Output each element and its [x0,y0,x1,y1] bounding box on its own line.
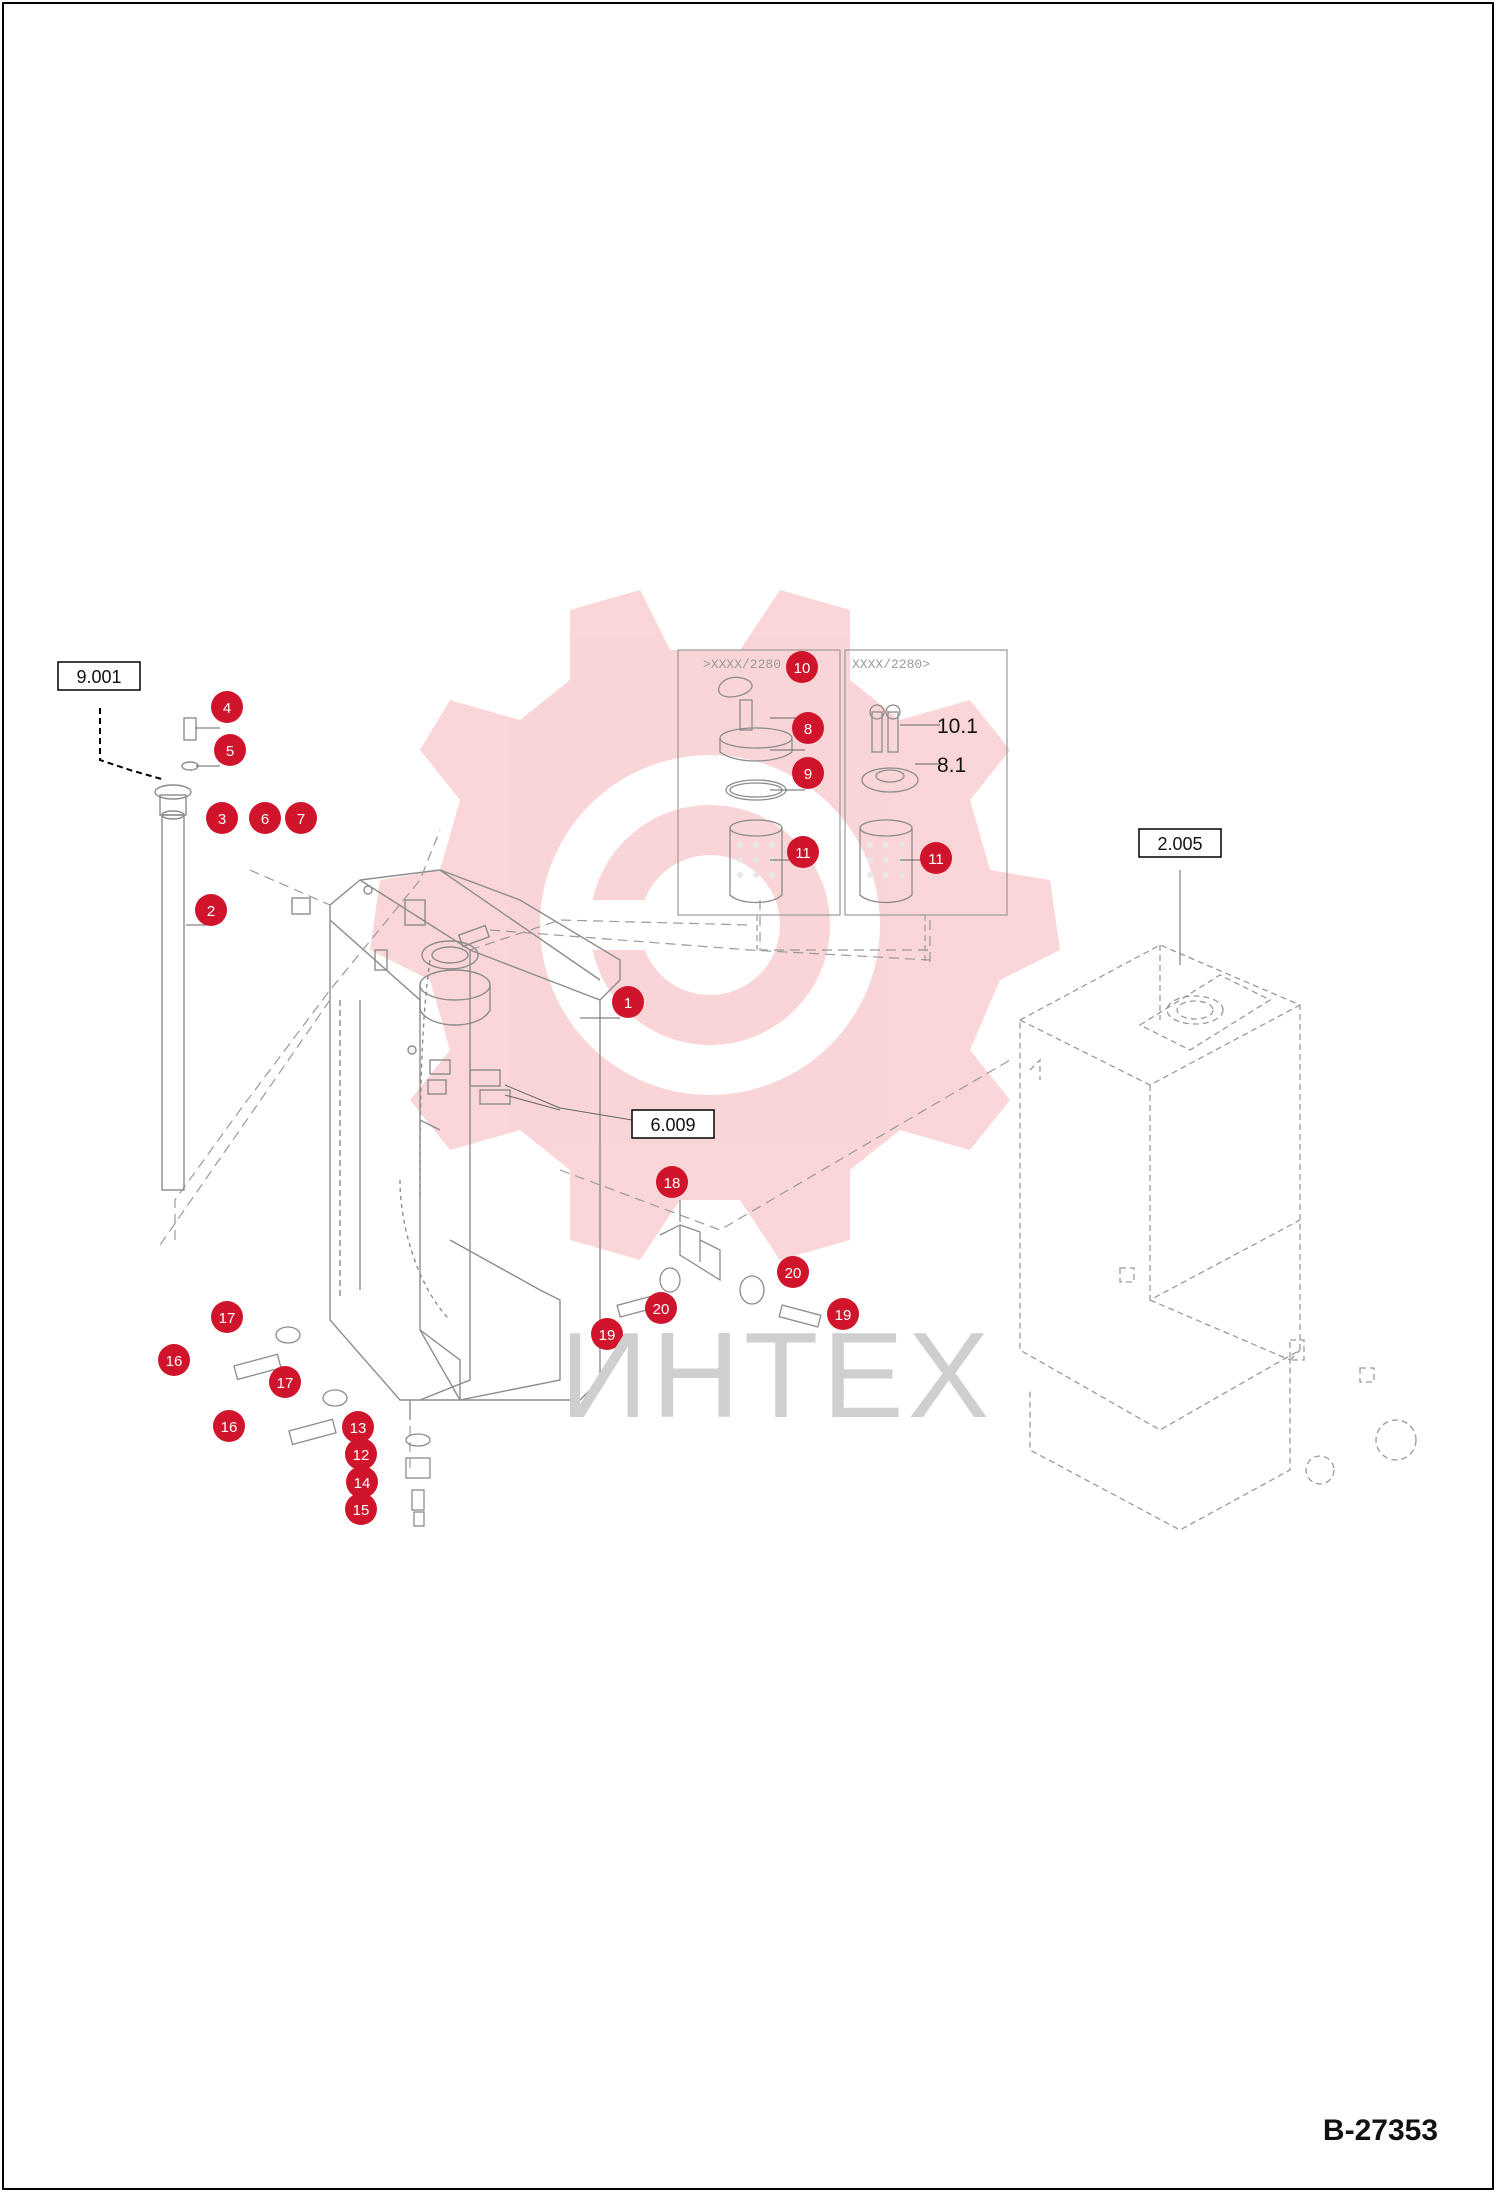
callout-16-upper[interactable]: 16 [158,1344,190,1376]
document-id: B-27353 [1322,2114,1438,2147]
callout-5[interactable]: 5 [214,734,246,766]
svg-text:15: 15 [353,1502,370,1519]
callout-15[interactable]: 15 [345,1493,377,1525]
filter-variant-panels [677,649,1008,965]
callout-19-right[interactable]: 19 [827,1298,859,1330]
svg-text:2.005: 2.005 [1157,834,1202,854]
svg-text:14: 14 [354,1475,371,1492]
callout-12[interactable]: 12 [345,1438,377,1470]
svg-text:16: 16 [166,1353,183,1370]
svg-text:19: 19 [835,1307,852,1324]
svg-text:7: 7 [297,811,305,828]
callout-7[interactable]: 7 [285,802,317,834]
svg-text:19: 19 [599,1327,616,1344]
assembly-guide-lines [159,829,1011,1470]
ref-box-6009[interactable]: 6.009 [631,1109,715,1139]
svg-text:16: 16 [221,1419,238,1436]
filter-parts-drawing [717,676,919,904]
svg-text:12: 12 [353,1447,370,1464]
svg-text:3: 3 [218,811,226,828]
svg-text:20: 20 [785,1265,802,1282]
svg-text:11: 11 [928,851,944,868]
callout-3[interactable]: 3 [206,802,238,834]
ref-box-2005[interactable]: 2.005 [1138,828,1222,858]
callout-20-right[interactable]: 20 [777,1256,809,1288]
variant-label-left: >XXXX/2280 [703,657,781,672]
svg-text:13: 13 [350,1420,367,1437]
svg-text:17: 17 [277,1375,294,1392]
svg-text:6: 6 [261,811,269,828]
callout-2[interactable]: 2 [195,894,227,926]
label-10-1: 10.1 [937,715,978,738]
watermark-text: ИНТЕХ [560,1307,994,1443]
callout-6[interactable]: 6 [249,802,281,834]
svg-text:2: 2 [207,903,215,920]
svg-text:17: 17 [219,1310,236,1327]
callout-13[interactable]: 13 [342,1411,374,1443]
callout-16-lower[interactable]: 16 [213,1410,245,1442]
svg-text:10: 10 [794,660,811,677]
callout-20-left[interactable]: 20 [645,1292,677,1324]
callout-4[interactable]: 4 [211,691,243,723]
filler-pipe-drawing [99,708,311,1191]
svg-text:6.009: 6.009 [650,1115,695,1135]
callout-17-lower[interactable]: 17 [269,1366,301,1398]
callout-1[interactable]: 1 [612,986,644,1018]
svg-text:9: 9 [804,766,812,783]
svg-text:20: 20 [653,1301,670,1318]
svg-text:5: 5 [226,743,234,760]
callout-14[interactable]: 14 [346,1466,378,1498]
callout-19-left[interactable]: 19 [591,1318,623,1350]
svg-text:18: 18 [664,1175,681,1192]
part-callouts: 1 2 3 4 5 6 7 8 9 10 11 11 12 13 14 15 1… [158,651,952,1525]
callout-17-upper[interactable]: 17 [211,1301,243,1333]
reference-tank-drawing [1019,944,1417,1531]
callout-8[interactable]: 8 [792,712,824,744]
bracket-and-fasteners-drawing [233,1223,822,1527]
svg-text:11: 11 [795,845,811,862]
svg-text:4: 4 [223,700,231,717]
svg-text:8: 8 [804,721,812,738]
ref-box-9001[interactable]: 9.001 [57,661,141,691]
label-8-1: 8.1 [937,754,966,777]
svg-text:1: 1 [624,995,632,1012]
callout-9[interactable]: 9 [792,757,824,789]
callout-11-left[interactable]: 11 [787,836,819,868]
hydraulic-tank-drawing [329,869,621,1420]
watermark-gear-logo [370,590,1060,1260]
callout-18[interactable]: 18 [656,1166,688,1198]
svg-text:9.001: 9.001 [76,667,121,687]
variant-label-right: XXXX/2280> [852,657,930,672]
callout-11-right[interactable]: 11 [920,842,952,874]
callout-10[interactable]: 10 [786,651,818,683]
